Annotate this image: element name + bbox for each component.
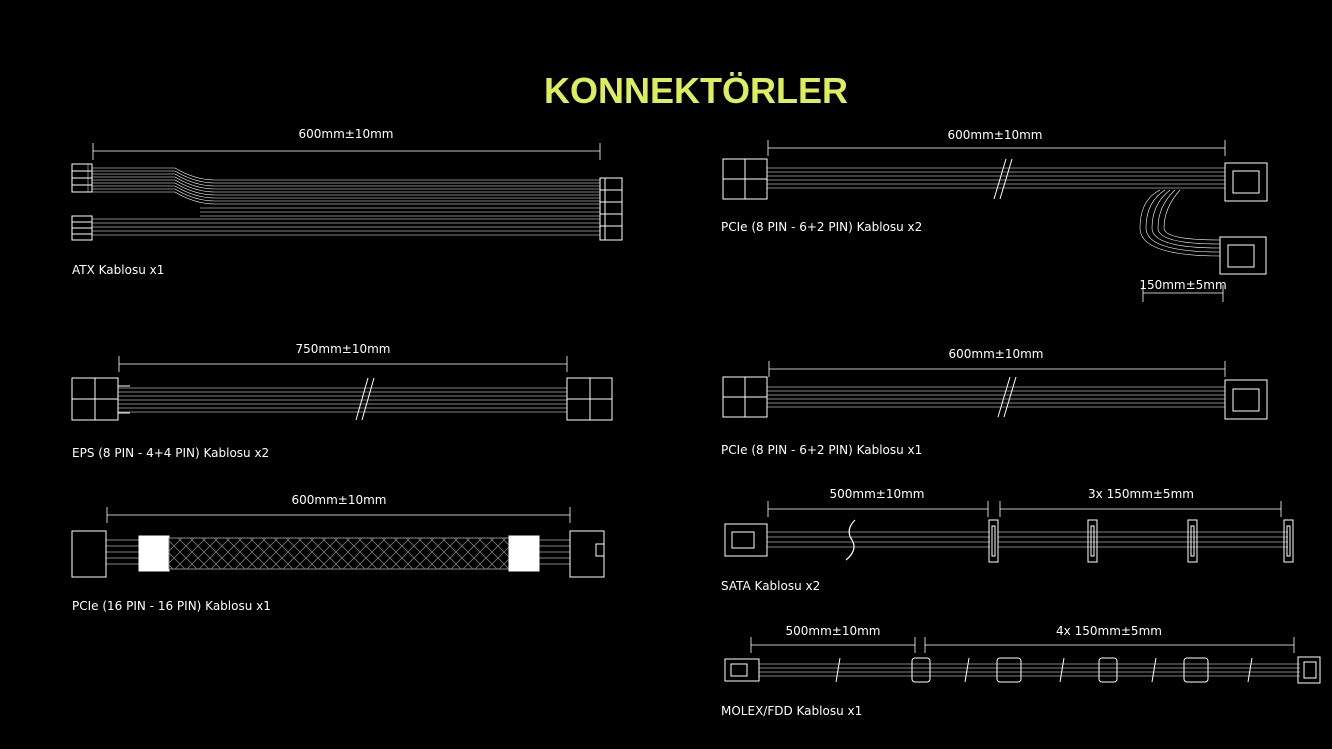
pcie16-cable-label: PCIe (16 PIN - 16 PIN) Kablosu x1 <box>72 599 271 613</box>
page-title: KONNEKTÖRLER <box>544 70 848 111</box>
atx-cable-label: ATX Kablosu x1 <box>72 263 165 277</box>
pcie16-cable-drawing <box>71 507 605 578</box>
molex-cable-label: MOLEX/FDD Kablosu x1 <box>721 704 863 718</box>
eps-cable-label: EPS (8 PIN - 4+4 PIN) Kablosu x2 <box>72 446 270 460</box>
pcie8b-dimension: 600mm±10mm <box>948 347 1044 361</box>
atx-cable-drawing <box>71 143 623 241</box>
pcie8a-cable-label: PCIe (8 PIN - 6+2 PIN) Kablosu x2 <box>721 220 923 234</box>
molex-dimension: 500mm±10mm <box>785 624 881 638</box>
sata-cable-drawing <box>724 501 1294 563</box>
eps-dimension: 750mm±10mm <box>295 342 391 356</box>
pcie8b-cable-drawing <box>722 361 1268 420</box>
pcie16-dimension: 600mm±10mm <box>291 493 387 507</box>
pcie8a-cable-drawing <box>722 140 1268 302</box>
pcie8b-cable-label: PCIe (8 PIN - 6+2 PIN) Kablosu x1 <box>721 443 923 457</box>
atx-dimension: 600mm±10mm <box>298 127 394 141</box>
sata-dimension: 500mm±10mm <box>829 487 925 501</box>
eps-cable-drawing <box>71 356 613 421</box>
sata-branch-dimension: 3x 150mm±5mm <box>1088 487 1194 501</box>
molex-cable-drawing <box>724 637 1321 684</box>
pcie8a-dimension: 600mm±10mm <box>947 128 1043 142</box>
molex-branch-dimension: 4x 150mm±5mm <box>1056 624 1162 638</box>
pcie8a-branch-dimension: 150mm±5mm <box>1139 278 1227 292</box>
sata-cable-label: SATA Kablosu x2 <box>721 579 821 593</box>
